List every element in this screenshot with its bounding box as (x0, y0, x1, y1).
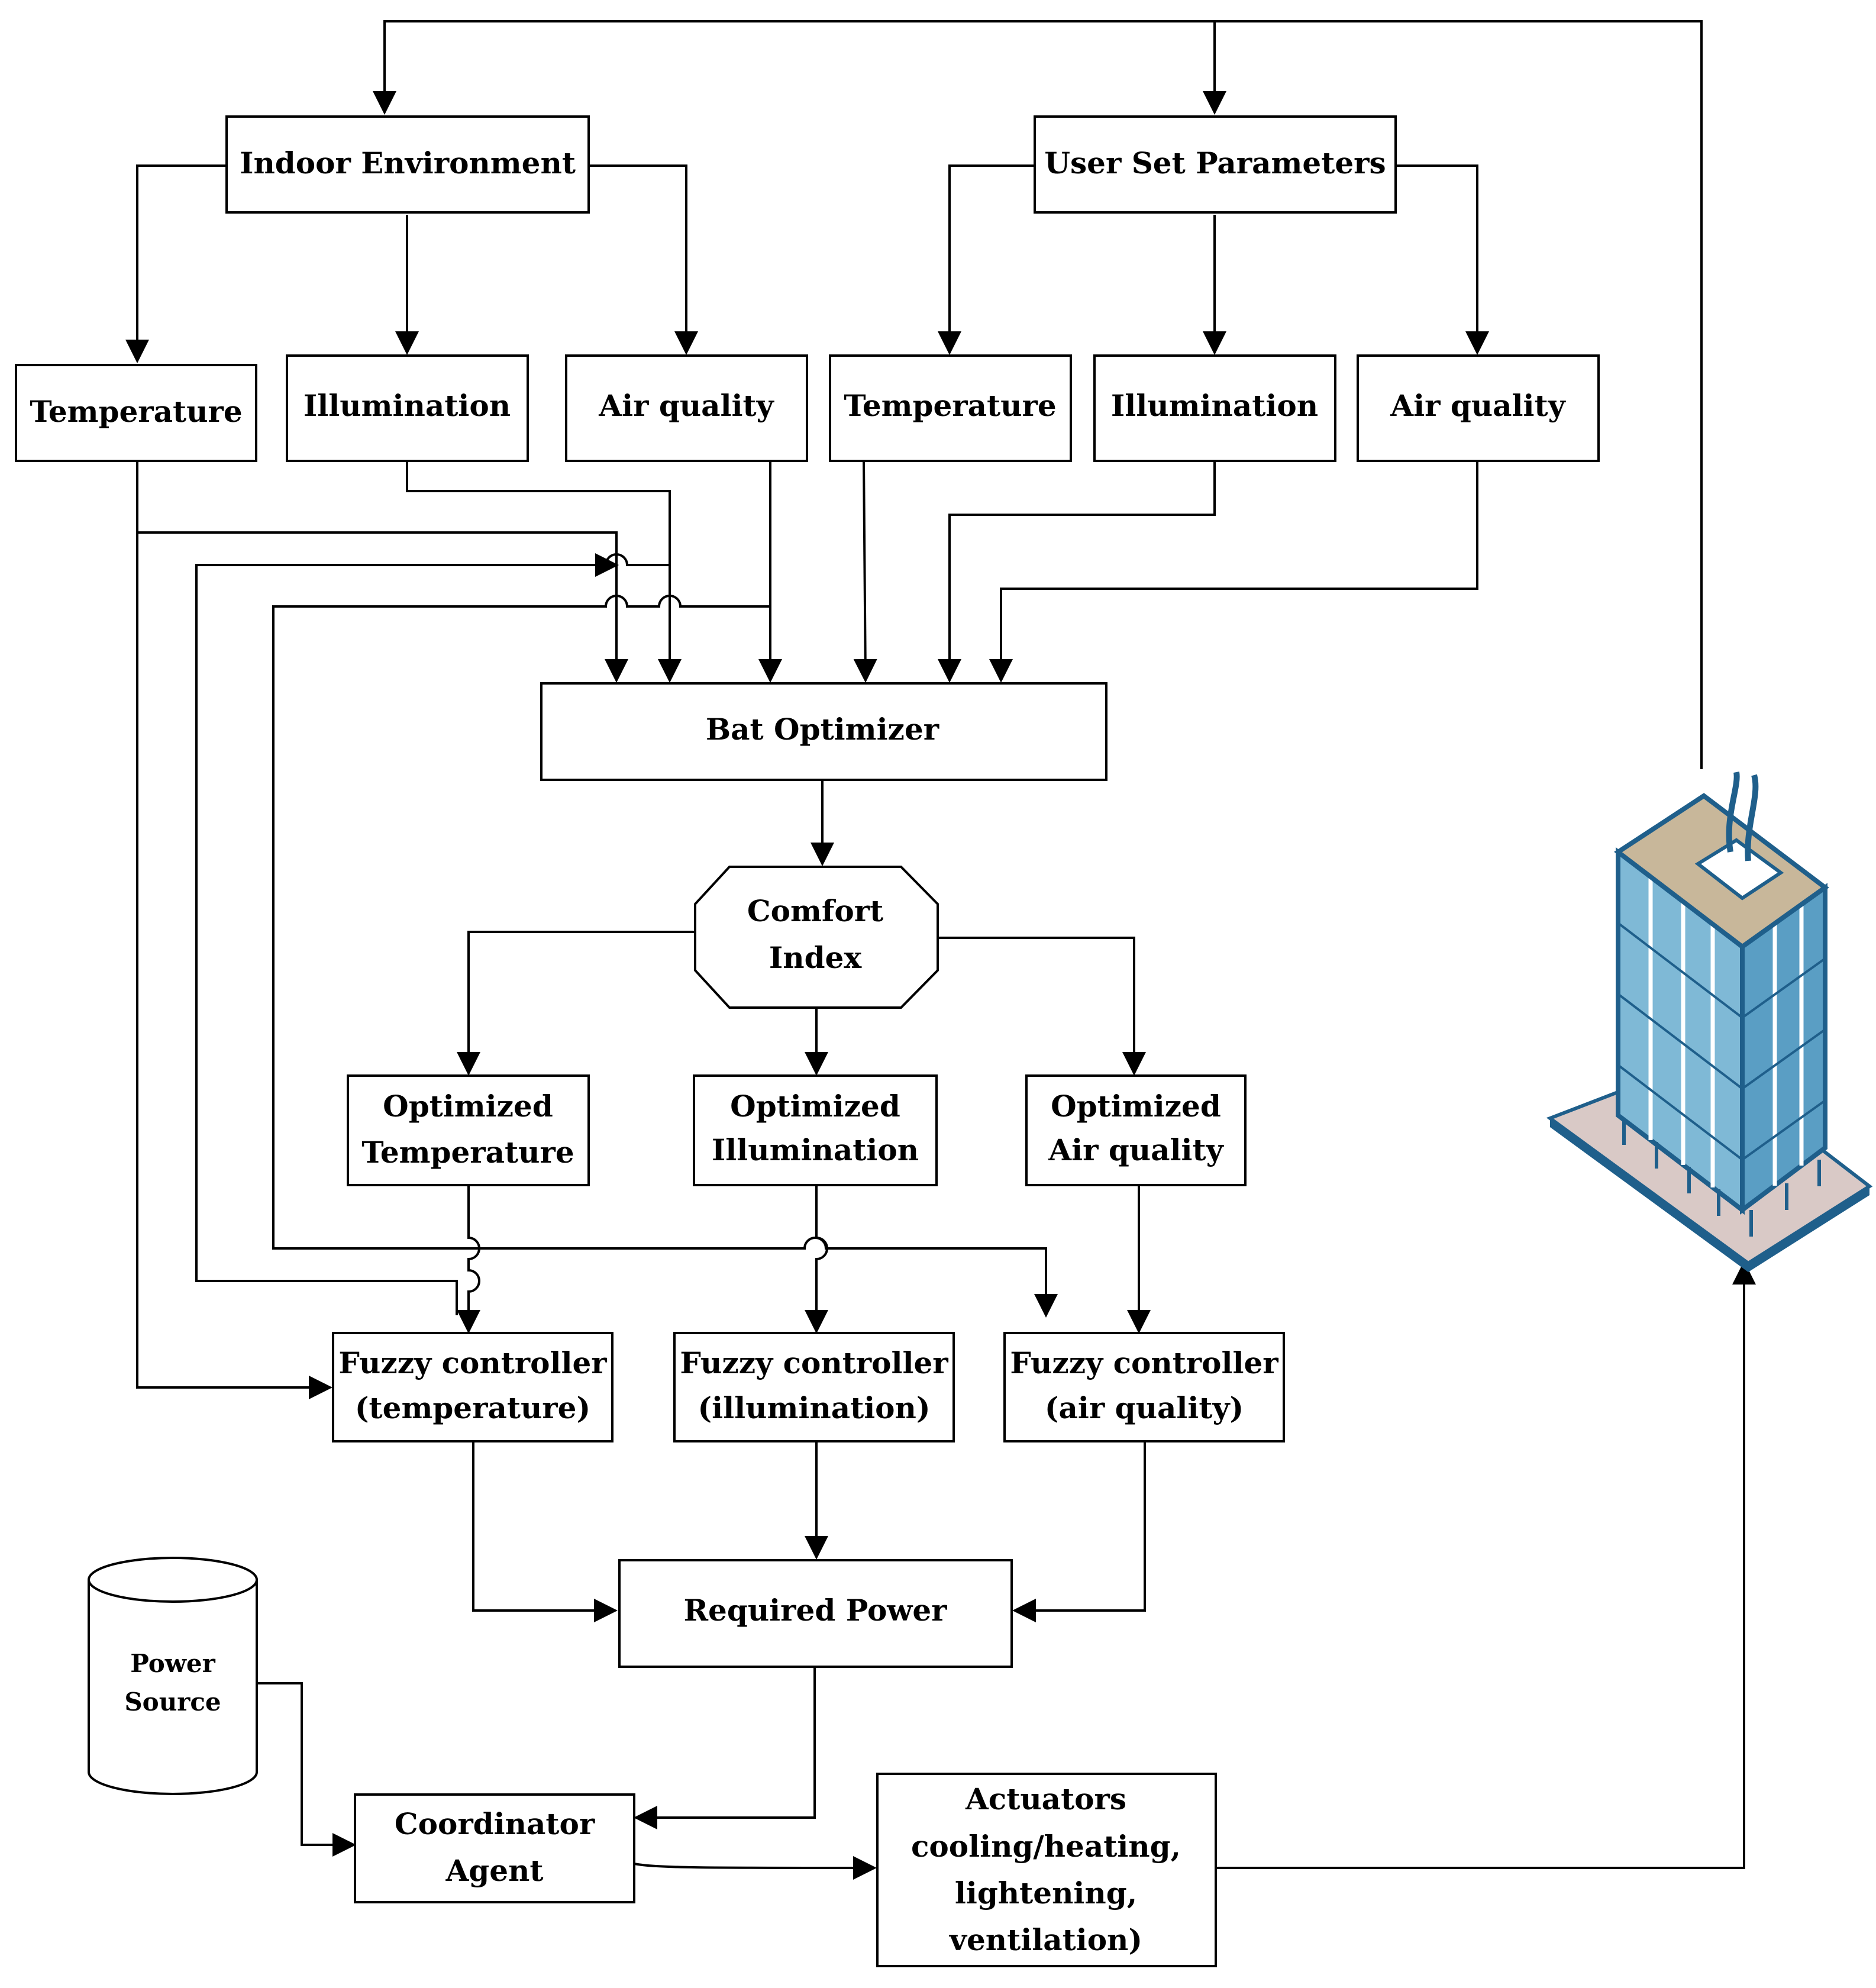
node-bat-optimizer: Bat Optimizer (540, 682, 1107, 781)
fuzzy-temperature-label-1: Fuzzy controller (338, 1345, 607, 1380)
indoor-temp-to-bat (136, 462, 628, 683)
fuzzy-illumination-label-2: (illumination) (698, 1390, 930, 1425)
node-required-power: Required Power (618, 1559, 1013, 1668)
indoor-illum-to-bat (406, 462, 682, 683)
user-illumination-label: Illumination (1111, 388, 1318, 423)
node-comfort-index: Comfort Index (694, 866, 939, 1009)
user-air-quality-label: Air quality (1390, 388, 1566, 423)
user-air-to-bat (989, 462, 1478, 683)
optimized-air-quality-label-1: Optimized (1051, 1089, 1221, 1124)
indoor-temp-to-fuzzy-temp (136, 532, 332, 1399)
comfort-to-opt-temp (457, 931, 695, 1076)
optimized-illumination-label-1: Optimized (730, 1089, 900, 1124)
required-power-label: Required Power (684, 1593, 948, 1628)
node-user-temperature: Temperature (829, 354, 1072, 462)
power-source-label-2: Source (124, 1687, 221, 1716)
feedback-line-top (373, 20, 1703, 769)
user-temp-to-bat (853, 461, 877, 683)
node-coordinator-agent: Coordinator Agent (354, 1793, 635, 1903)
node-indoor-environment: Indoor Environment (225, 115, 590, 214)
fuzzy-air-to-power (1012, 1441, 1146, 1622)
node-power-source: Power Source (88, 1557, 258, 1795)
usp-to-air-quality (1394, 164, 1489, 355)
user-temperature-label: Temperature (844, 388, 1056, 423)
user-set-parameters-label: User Set Parameters (1044, 146, 1386, 180)
actuators-label-1: Actuators (965, 1782, 1126, 1816)
user-illum-to-bat (938, 462, 1216, 683)
optimized-temperature-label-2: Temperature (361, 1135, 574, 1170)
indoor-illum-to-fuzzy-illum (195, 565, 616, 1315)
office-building-icon (1546, 772, 1873, 1272)
comfort-index-label-1: Comfort (747, 893, 883, 928)
node-indoor-temperature: Temperature (15, 364, 257, 462)
coordinator-agent-label-1: Coordinator (395, 1806, 595, 1841)
ie-to-temperature (125, 164, 227, 363)
fuzzy-air-quality-label-2: (air quality) (1045, 1390, 1244, 1425)
fuzzy-temperature-label-2: (temperature) (355, 1390, 590, 1425)
node-actuators: Actuators cooling/heating, lightening, v… (876, 1773, 1217, 1967)
source-to-coordinator (257, 1682, 356, 1857)
usp-to-temperature (938, 164, 1035, 355)
ie-to-air-quality (589, 164, 698, 355)
actuators-to-building (1215, 1261, 1756, 1869)
optimized-air-quality-label-2: Air quality (1048, 1132, 1224, 1167)
indoor-illumination-label: Illumination (303, 388, 511, 423)
node-optimized-air-quality: Optimized Air quality (1025, 1074, 1247, 1186)
optimized-temperature-label-1: Optimized (383, 1089, 553, 1124)
power-source-label-1: Power (130, 1649, 215, 1678)
comfort-to-opt-air (938, 937, 1146, 1076)
actuators-label-2: cooling/heating, (911, 1829, 1181, 1864)
illum-hop-source (604, 553, 670, 566)
opt-illum-to-fuzzy (805, 1183, 828, 1334)
cylinder-database-icon (88, 1557, 258, 1795)
node-fuzzy-illumination: Fuzzy controller (illumination) (673, 1332, 955, 1442)
node-user-air-quality: Air quality (1357, 354, 1600, 462)
node-optimized-temperature: Optimized Temperature (347, 1074, 590, 1186)
indoor-temperature-label: Temperature (30, 394, 242, 429)
power-to-coordinator (634, 1666, 816, 1829)
node-fuzzy-temperature: Fuzzy controller (temperature) (332, 1332, 614, 1442)
coordinator-agent-label-2: Agent (445, 1853, 543, 1888)
fuzzy-air-quality-label-1: Fuzzy controller (1010, 1345, 1278, 1380)
node-optimized-illumination: Optimized Illumination (693, 1074, 938, 1186)
optimized-illumination-label-2: Illumination (712, 1132, 919, 1167)
coordinator-to-actuators (634, 1855, 877, 1880)
node-indoor-illumination: Illumination (286, 354, 529, 462)
node-fuzzy-air-quality: Fuzzy controller (air quality) (1003, 1332, 1285, 1442)
actuators-label-4: ventilation) (949, 1922, 1142, 1957)
bat-optimizer-label: Bat Optimizer (706, 712, 939, 747)
connectors (125, 20, 1756, 1880)
node-user-illumination: Illumination (1093, 354, 1336, 462)
opt-temp-to-fuzzy (457, 1183, 480, 1334)
fuzzy-temp-to-power (472, 1441, 618, 1622)
indoor-environment-label: Indoor Environment (240, 146, 576, 180)
fuzzy-illumination-label-1: Fuzzy controller (680, 1345, 948, 1380)
indoor-air-quality-label: Air quality (598, 388, 774, 423)
actuators-label-3: lightening, (955, 1876, 1137, 1910)
node-user-set-parameters: User Set Parameters (1034, 115, 1397, 214)
comfort-index-label-2: Index (769, 940, 863, 975)
node-indoor-air-quality: Air quality (565, 354, 808, 462)
